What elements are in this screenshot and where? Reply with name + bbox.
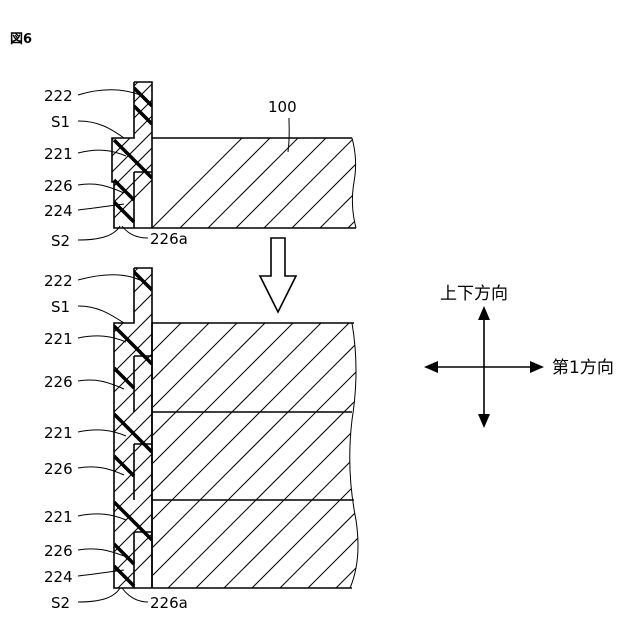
label-s2-top: S2 (51, 232, 70, 250)
label-226-bottom-3: 226 (44, 542, 73, 560)
label-226-bottom-1: 226 (44, 373, 73, 391)
label-s2-bottom: S2 (51, 594, 70, 612)
block-100-top-break (352, 138, 356, 228)
label-226a-bottom: 226a (150, 594, 188, 612)
label-vertical-direction: 上下方向 (440, 284, 508, 304)
arrow-down-icon (478, 414, 490, 428)
block-100-top-outline (152, 138, 356, 228)
label-226-top: 226 (44, 177, 73, 195)
block-stack-hatch (100, 280, 640, 600)
label-226a-top: 226a (150, 230, 188, 248)
label-s1-bottom: S1 (51, 298, 70, 316)
label-s1-top: S1 (51, 113, 70, 131)
label-222-top: 222 (44, 87, 73, 105)
arrow-right-icon (530, 361, 544, 373)
label-224-bottom: 224 (44, 568, 73, 586)
label-block-100: 100 (268, 98, 297, 116)
arrow-left-icon (424, 361, 438, 373)
down-arrow-icon (260, 238, 296, 312)
label-221-bottom-2: 221 (44, 424, 73, 442)
leader-lines (78, 90, 289, 602)
label-221-bottom-1: 221 (44, 330, 73, 348)
labels-top: 222 S1 221 226 224 S2 226a 100 (44, 87, 297, 250)
label-222-bottom: 222 (44, 272, 73, 290)
label-221-top: 221 (44, 145, 73, 163)
block-stack-break (350, 323, 358, 588)
label-226-bottom-2: 226 (44, 460, 73, 478)
cover-bottom-hatch (100, 246, 160, 606)
bottom-assembly (100, 246, 640, 606)
label-224-top: 224 (44, 202, 73, 220)
arrow-up-icon (478, 306, 490, 320)
block-100-top-hatch (100, 120, 484, 280)
direction-indicator: 上下方向 第1方向 (424, 284, 614, 428)
label-221-bottom-3: 221 (44, 508, 73, 526)
label-first-direction: 第1方向 (552, 358, 614, 378)
